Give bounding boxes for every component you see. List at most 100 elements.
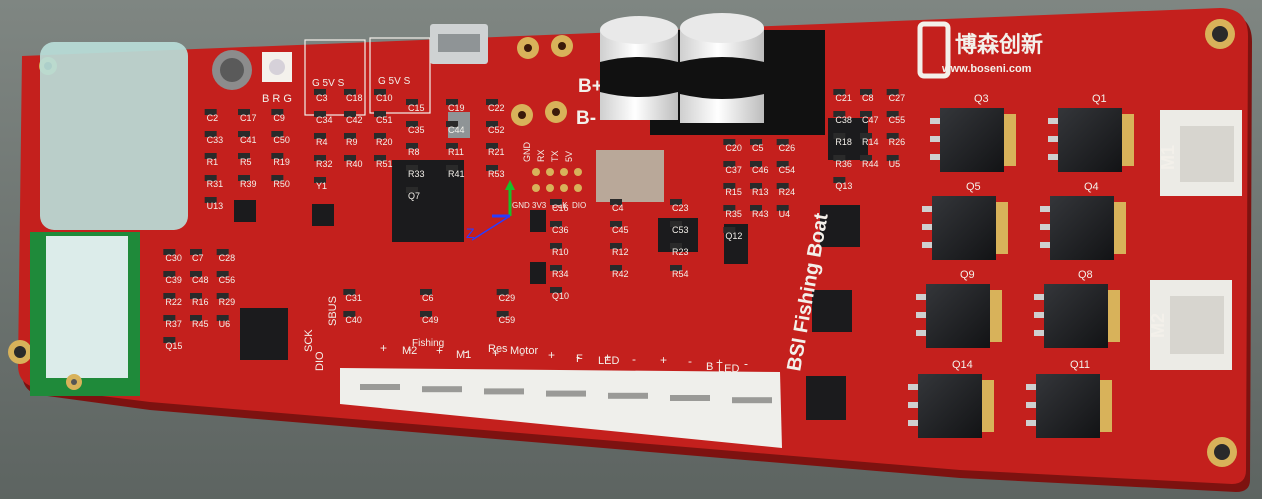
designator-label: C16 (552, 203, 569, 213)
smd-part (610, 243, 622, 249)
smd-part (374, 133, 386, 139)
label-b-plus: B+ (578, 76, 603, 97)
bottom-label: B (706, 361, 713, 373)
designator-label: R40 (346, 159, 363, 169)
smd-part (610, 265, 622, 271)
designator-label: R21 (488, 147, 505, 157)
axis-z-label: Z (466, 225, 475, 241)
smd-part (344, 155, 356, 161)
smd-part (670, 243, 682, 249)
connector-slots (360, 384, 772, 404)
smd-part (190, 249, 202, 255)
smd-part (190, 293, 202, 299)
polarity-mark: - (632, 352, 636, 366)
designator-label: C54 (779, 165, 796, 175)
smd-part (344, 111, 356, 117)
smd-part (446, 121, 458, 127)
designator-label: C29 (499, 293, 516, 303)
designator-label: R18 (835, 137, 852, 147)
designator-label: C4 (612, 203, 624, 213)
polarity-mark: + (380, 341, 387, 355)
designator-label: C52 (488, 125, 505, 135)
servo-header-2 (369, 37, 431, 114)
smd-part (163, 271, 176, 277)
smd-part (344, 133, 356, 139)
designator-label: R1 (207, 157, 219, 167)
bottom-label: LED (598, 355, 619, 367)
smd-part (486, 121, 498, 127)
smd-part (343, 289, 356, 295)
designator-label: R5 (240, 157, 252, 167)
designator-label: C8 (862, 93, 874, 103)
smd-part (344, 89, 356, 95)
label-brg: B R G (262, 93, 292, 105)
designator-label: C20 (725, 143, 742, 153)
polarity-mark: + (492, 346, 499, 360)
smd-part (314, 155, 326, 161)
designator-label: C56 (219, 275, 236, 285)
designator-label: R51 (376, 159, 393, 169)
polarity-mark: - (688, 354, 692, 368)
designator-label: C39 (165, 275, 182, 285)
designator-label: R53 (488, 169, 505, 179)
designator-label: R54 (672, 269, 689, 279)
designator-label: R22 (165, 297, 182, 307)
polarity-mark: - (744, 357, 748, 371)
designator-label: C59 (499, 315, 516, 325)
designator-label: C17 (240, 113, 257, 123)
designator-label: C19 (448, 103, 465, 113)
designator-label: C28 (219, 253, 236, 263)
smd-part (486, 99, 498, 105)
designator-label: C18 (346, 93, 363, 103)
mosfet-q3: Q3 (930, 93, 1016, 172)
smd-part (271, 153, 284, 159)
label-sbus: SBUS (327, 296, 339, 326)
designator-label: R16 (192, 297, 209, 307)
smd-part (406, 165, 418, 171)
smd-part (860, 89, 872, 95)
designator-label: C31 (345, 293, 362, 303)
polarity-mark: + (716, 355, 723, 369)
smd-part (886, 89, 899, 95)
designator-label: C35 (408, 125, 425, 135)
smd-part (374, 155, 386, 161)
label-fishing: Fishing (412, 338, 444, 349)
mosfet-label: Q4 (1084, 181, 1099, 193)
designator-label: R35 (725, 209, 742, 219)
designator-label: C49 (422, 315, 439, 325)
label-gvs1: G 5V S (312, 78, 345, 89)
header-pin (546, 184, 554, 192)
connector-slot (546, 390, 586, 397)
designator-label: U5 (889, 159, 901, 169)
mosfet-label: Q3 (974, 93, 989, 105)
connector-slot (732, 397, 772, 404)
designator-label: R23 (672, 247, 689, 257)
smd-part (550, 265, 562, 271)
designator-label: C48 (192, 275, 209, 285)
designator-label: R39 (240, 179, 257, 189)
imu-ic (234, 200, 256, 222)
smd-part (750, 161, 762, 167)
designator-label: Y1 (316, 181, 327, 191)
smd-part (446, 143, 458, 149)
mosfet-q5: Q5 (922, 181, 1008, 260)
designator-label: R50 (273, 179, 290, 189)
smd-part (723, 139, 736, 145)
smd-part (271, 131, 284, 137)
bottom-label: M1 (456, 349, 471, 361)
smd-part (374, 111, 386, 117)
mosfet-q11: Q11 (1026, 359, 1112, 438)
designator-label: Q10 (552, 291, 569, 301)
header-pin (574, 184, 582, 192)
smd-part (550, 221, 562, 227)
smd-part (833, 155, 846, 161)
polarity-mark: - (464, 345, 468, 359)
inductor (596, 150, 664, 202)
designator-label: C27 (889, 93, 906, 103)
smd-part (238, 153, 250, 159)
smd-part (190, 271, 202, 277)
smd-part (486, 165, 498, 171)
